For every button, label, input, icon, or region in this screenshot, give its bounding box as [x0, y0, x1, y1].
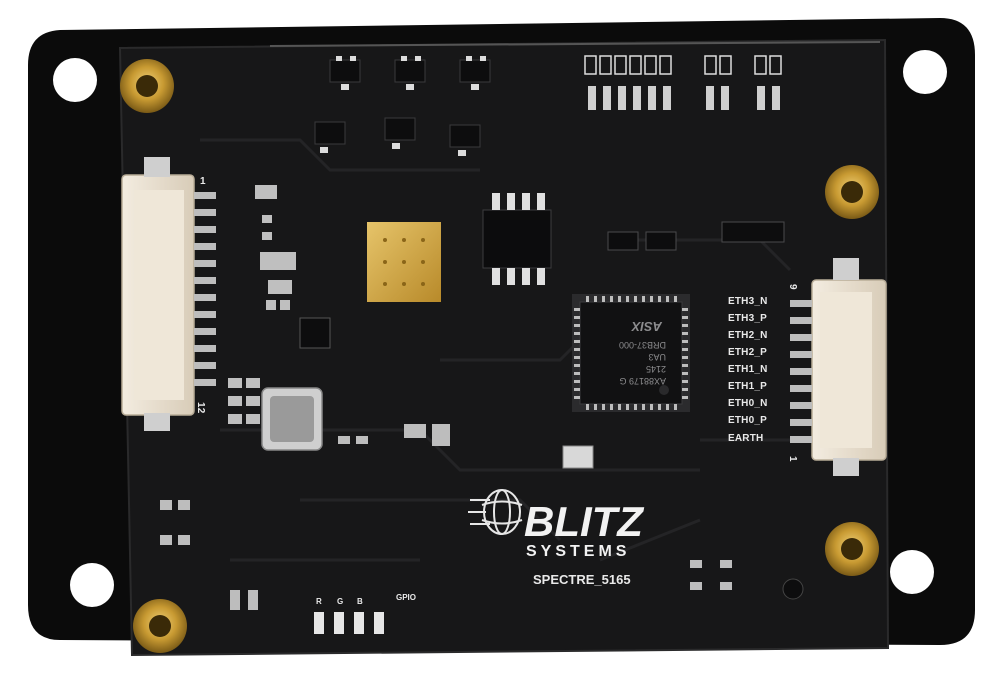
eth-label-3: ETH2_P	[728, 347, 767, 358]
chip-marking-line2: 2145	[646, 364, 666, 374]
eth-label-2: ETH2_N	[728, 330, 768, 341]
eth-label-6: ETH0_N	[728, 398, 768, 409]
brand-subtitle: SYSTEMS	[526, 543, 630, 560]
led-red	[314, 612, 324, 634]
right-connector-pin-9-label: 9	[787, 284, 798, 290]
led-green	[334, 612, 344, 634]
led-label-g: G	[337, 597, 343, 606]
eth-label-8: EARTH	[728, 433, 763, 444]
eth-label-1: ETH3_P	[728, 313, 767, 324]
eth-label-4: ETH1_N	[728, 364, 768, 375]
standoff-bottom-right	[825, 522, 879, 576]
brand-name: BLITZ	[524, 498, 644, 545]
pcb-board	[118, 38, 890, 657]
carrier-hole-bottom-left	[70, 563, 114, 607]
standoff-top-left	[120, 59, 174, 113]
standoff-mid-right	[825, 165, 879, 219]
buzzer-pad	[782, 578, 804, 600]
standoff-bottom-left	[133, 599, 187, 653]
eth-label-5: ETH1_P	[728, 381, 767, 392]
chip-marking-line3: UA3	[648, 352, 666, 362]
passives-left-cluster	[228, 185, 296, 424]
ethernet-pin-labels: ETH3_N ETH3_P ETH2_N ETH2_P ETH1_N ETH1_…	[728, 296, 768, 444]
mosfet-left	[299, 317, 331, 349]
eth-label-0: ETH3_N	[728, 296, 768, 307]
soic8-chip	[482, 193, 552, 285]
carrier-hole-top-right	[903, 50, 947, 94]
right-connector-9pin: 9 1	[787, 258, 887, 476]
left-connector-pin-1-label: 1	[200, 176, 206, 187]
eth-label-7: ETH0_P	[728, 415, 767, 426]
inductor	[261, 387, 323, 451]
crystal	[562, 445, 594, 469]
model-name: SPECTRE_5165	[533, 572, 631, 587]
carrier-hole-top-left	[53, 58, 97, 102]
gold-pad-center	[367, 222, 441, 302]
resistor-array-top-right	[588, 86, 780, 110]
led-label-r: R	[316, 597, 322, 606]
small-ic-row-right	[607, 221, 785, 251]
transistor-array-top	[314, 59, 491, 148]
passives-bottom	[160, 424, 732, 610]
left-connector-pin-12-label: 12	[195, 402, 206, 414]
led-label-gpio: GPIO	[396, 593, 416, 602]
chip-marking-line1: AX88179 G	[619, 376, 666, 386]
ethernet-controller-qfn: AX88179 G 2145 UA3 DRB37-000 ASIX	[572, 294, 690, 412]
right-connector-pin-1-label: 1	[787, 456, 798, 462]
test-pad-row-top	[584, 55, 782, 75]
led-blue	[354, 612, 364, 634]
chip-logo: ASIX	[630, 319, 663, 334]
globe-swirl-icon	[468, 489, 523, 535]
carrier-hole-bottom-right	[890, 550, 934, 594]
led-label-b: B	[357, 597, 363, 606]
board-edge-highlight	[269, 41, 881, 47]
left-connector-12pin: 1 12	[121, 157, 216, 431]
led-gpio	[374, 612, 384, 634]
rgb-led-group: R G B GPIO	[314, 593, 416, 634]
transistor-pads-top	[320, 56, 486, 156]
chip-marking-line4: DRB37-000	[619, 340, 666, 350]
